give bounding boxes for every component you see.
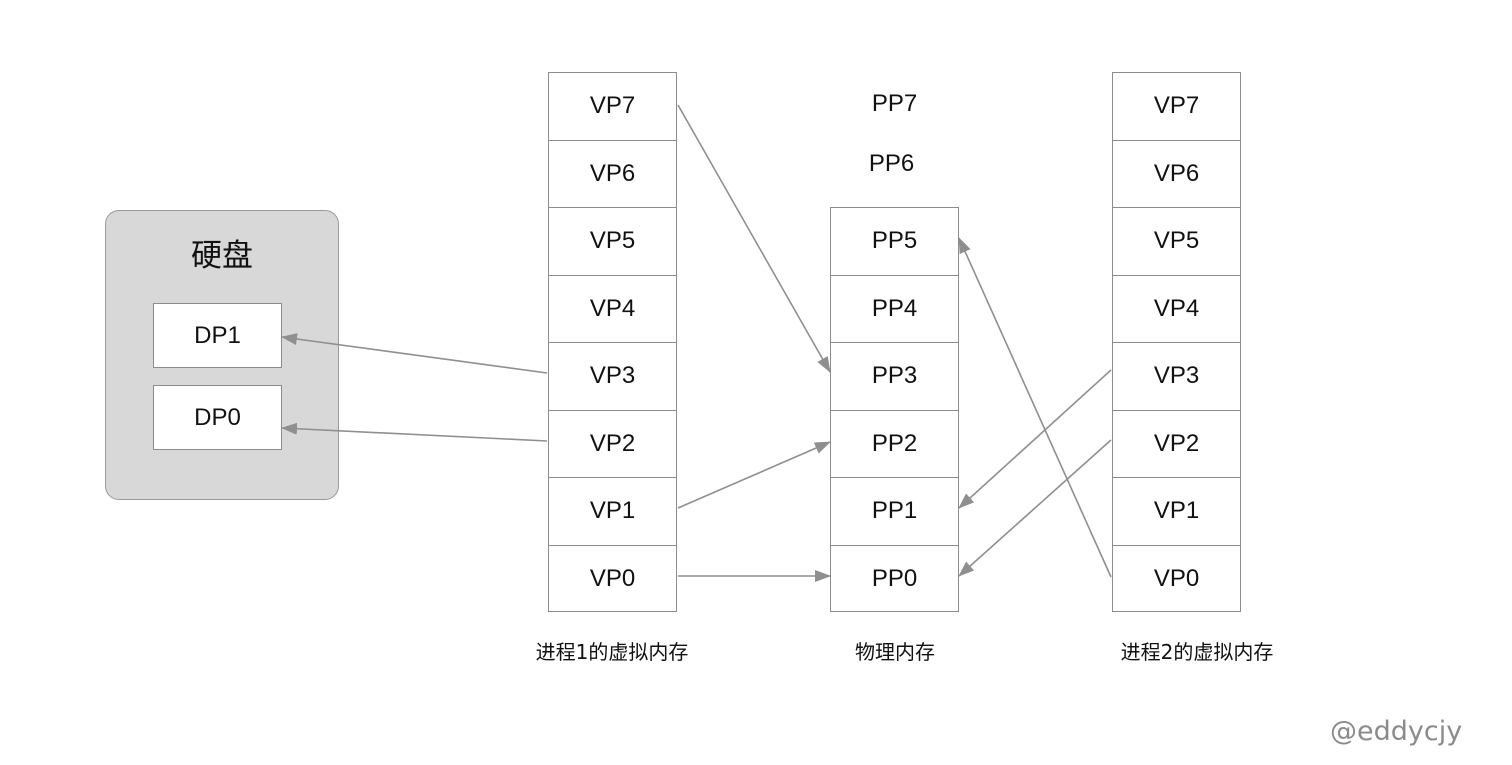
process1-caption: 进程1的虚拟内存 (535, 640, 689, 664)
process2-page-vp2: VP2 (1113, 411, 1240, 478)
physical-page-pp4: PP4 (831, 276, 958, 343)
arrow-p2-vp3-to-pp1 (958, 369, 1112, 509)
physical-memory-column: PP5 PP4 PP3 PP2 PP1 PP0 (830, 207, 959, 612)
process1-page-vp2: VP2 (549, 411, 676, 478)
process1-page-vp6: VP6 (549, 141, 676, 208)
process1-page-vp4: VP4 (549, 276, 676, 343)
process2-virtual-memory-column: VP7 VP6 VP5 VP4 VP3 VP2 VP1 VP0 (1112, 72, 1241, 612)
process1-page-vp1: VP1 (549, 478, 676, 546)
physical-page-pp2: PP2 (831, 411, 958, 478)
physical-page-pp0: PP0 (871, 565, 918, 593)
arrow-p1-vp7-to-pp3 (677, 104, 831, 373)
process1-page-vp0: VP0 (589, 565, 636, 593)
disk-page-dp0: DP0 (153, 385, 282, 450)
process2-page-vp5: VP5 (1113, 208, 1240, 276)
process2-page-vp0: VP0 (1153, 565, 1200, 593)
physical-page-pp1: PP1 (831, 478, 958, 546)
process2-page-vp3: VP3 (1113, 343, 1240, 411)
process1-page-vp7: VP7 (549, 73, 676, 141)
process2-page-vp7: VP7 (1113, 73, 1240, 141)
physical-page-pp3: PP3 (831, 343, 958, 411)
process2-caption: 进程2的虚拟内存 (1120, 640, 1274, 664)
process1-page-vp3: VP3 (549, 343, 676, 411)
process2-page-vp6: VP6 (1113, 141, 1240, 208)
disk-page-dp1: DP1 (153, 303, 282, 368)
physical-page-pp6: PP6 (868, 150, 915, 177)
arrow-p2-vp0-to-pp5 (958, 237, 1112, 578)
arrow-p1-vp3-to-dp1 (281, 333, 548, 374)
physical-page-pp7: PP7 (871, 90, 918, 117)
process1-page-vp5: VP5 (549, 208, 676, 276)
watermark: @eddycjy (1330, 716, 1463, 747)
process2-page-vp1: VP1 (1113, 478, 1240, 546)
process2-page-vp4: VP4 (1113, 276, 1240, 343)
process1-virtual-memory-column: VP7 VP6 VP5 VP4 VP3 VP2 VP1 VP0 (548, 72, 677, 612)
disk-box: 硬盘 DP1 DP0 (105, 210, 339, 500)
physical-memory-caption: 物理内存 (855, 640, 935, 664)
arrow-p1-vp1-to-pp2 (677, 441, 831, 509)
disk-title: 硬盘 (191, 238, 253, 274)
arrow-p1-vp2-to-dp0 (281, 422, 548, 442)
physical-page-pp5: PP5 (831, 208, 958, 276)
arrow-p2-vp2-to-pp0 (958, 439, 1112, 577)
